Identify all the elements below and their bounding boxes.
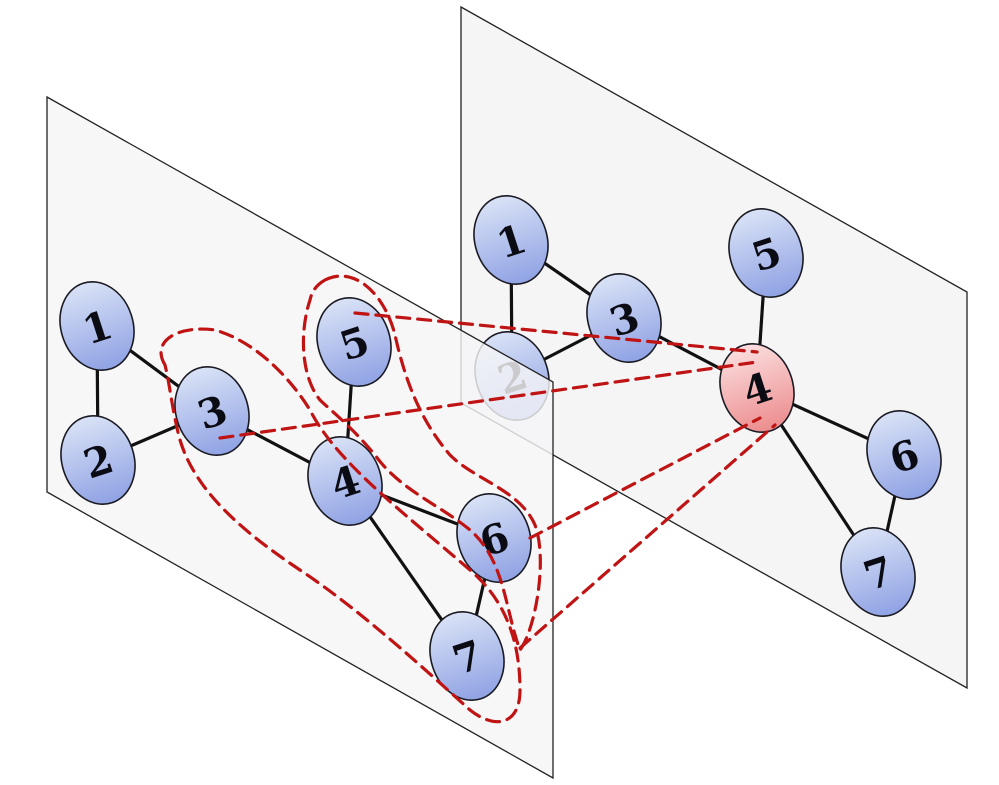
back-node-5: 5 <box>728 207 804 299</box>
front-node-5: 5 <box>316 296 392 388</box>
front-node-1: 1 <box>59 280 135 372</box>
back-node-4-circle <box>719 342 795 434</box>
back-node-7: 7 <box>840 526 916 618</box>
back-node-3-circle <box>586 272 662 364</box>
front-node-5-circle <box>316 296 392 388</box>
back-node-3: 3 <box>586 272 662 364</box>
neighborhood-outline-3-4 <box>159 327 522 724</box>
front-node-2: 2 <box>60 414 136 506</box>
back-node-7-circle <box>840 526 916 618</box>
back-node-5-circle <box>728 207 804 299</box>
projection-line-5 <box>353 311 759 354</box>
projection-line-7 <box>518 423 777 650</box>
front-node-7: 7 <box>429 610 505 702</box>
front-node-7-circle <box>429 610 505 702</box>
back-node-1: 1 <box>473 194 549 286</box>
projection-line-3 <box>218 360 759 440</box>
back-node-4: 4 <box>719 342 795 434</box>
back-node-1-circle <box>473 194 549 286</box>
neighborhood-outline-5-4-6 <box>301 274 542 654</box>
back-node-6: 6 <box>866 409 942 501</box>
front-node-4: 4 <box>307 435 383 527</box>
projection-line-6 <box>528 416 762 540</box>
back-node-6-circle <box>866 409 942 501</box>
front-node-2-circle <box>60 414 136 506</box>
front-plane <box>46 95 554 780</box>
front-node-3-circle <box>174 365 250 457</box>
front-node-1-circle <box>59 280 135 372</box>
front-node-4-circle <box>307 435 383 527</box>
front-node-3: 3 <box>174 365 250 457</box>
front-node-6-circle <box>456 492 532 584</box>
